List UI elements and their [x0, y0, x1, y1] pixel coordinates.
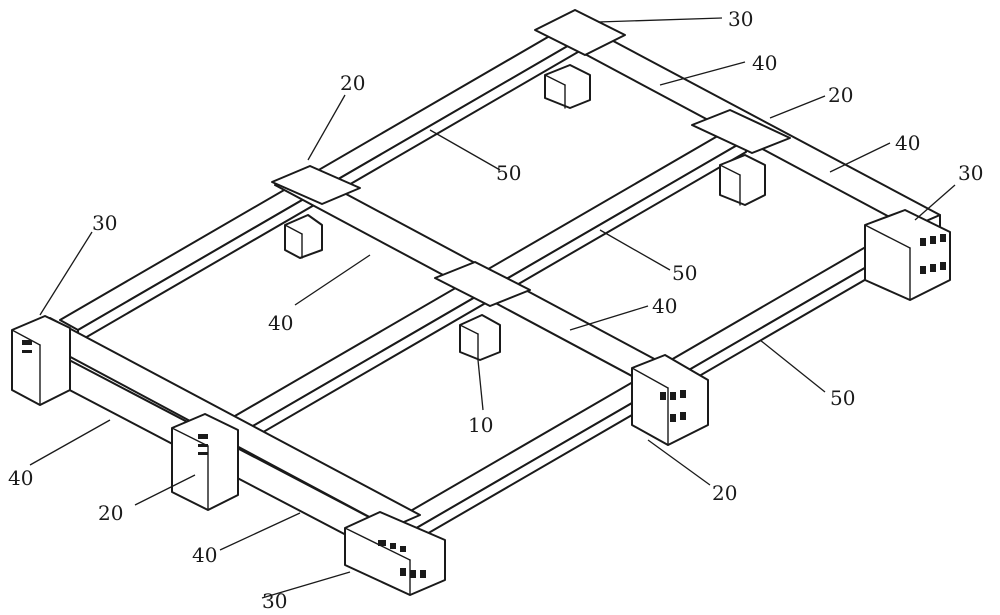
callout-50-right: 50 [830, 386, 855, 410]
callout-40-front: 40 [192, 543, 217, 567]
callout-30-back: 30 [728, 7, 753, 31]
callout-30-front: 30 [262, 589, 287, 613]
callout-30-left: 30 [92, 211, 117, 235]
support-posts [284, 64, 766, 361]
callout-40-back: 40 [752, 51, 777, 75]
corner-blocks [11, 9, 951, 596]
leader-lines [29, 17, 956, 599]
callout-10-center: 10 [468, 413, 493, 437]
callout-50-mid: 50 [672, 261, 697, 285]
callout-40-center: 40 [652, 294, 677, 318]
callout-20-front: 20 [98, 501, 123, 525]
callout-20-right: 20 [828, 83, 853, 107]
callout-20-bottom: 20 [712, 481, 737, 505]
callout-30-right: 30 [958, 161, 983, 185]
callout-labels: 30 40 20 40 30 20 50 30 40 50 40 50 10 4… [8, 7, 983, 613]
callout-40-mid: 40 [268, 311, 293, 335]
callout-40-left: 40 [8, 466, 33, 490]
callout-50-top: 50 [496, 161, 521, 185]
callout-40-right: 40 [895, 131, 920, 155]
callout-20-top: 20 [340, 71, 365, 95]
